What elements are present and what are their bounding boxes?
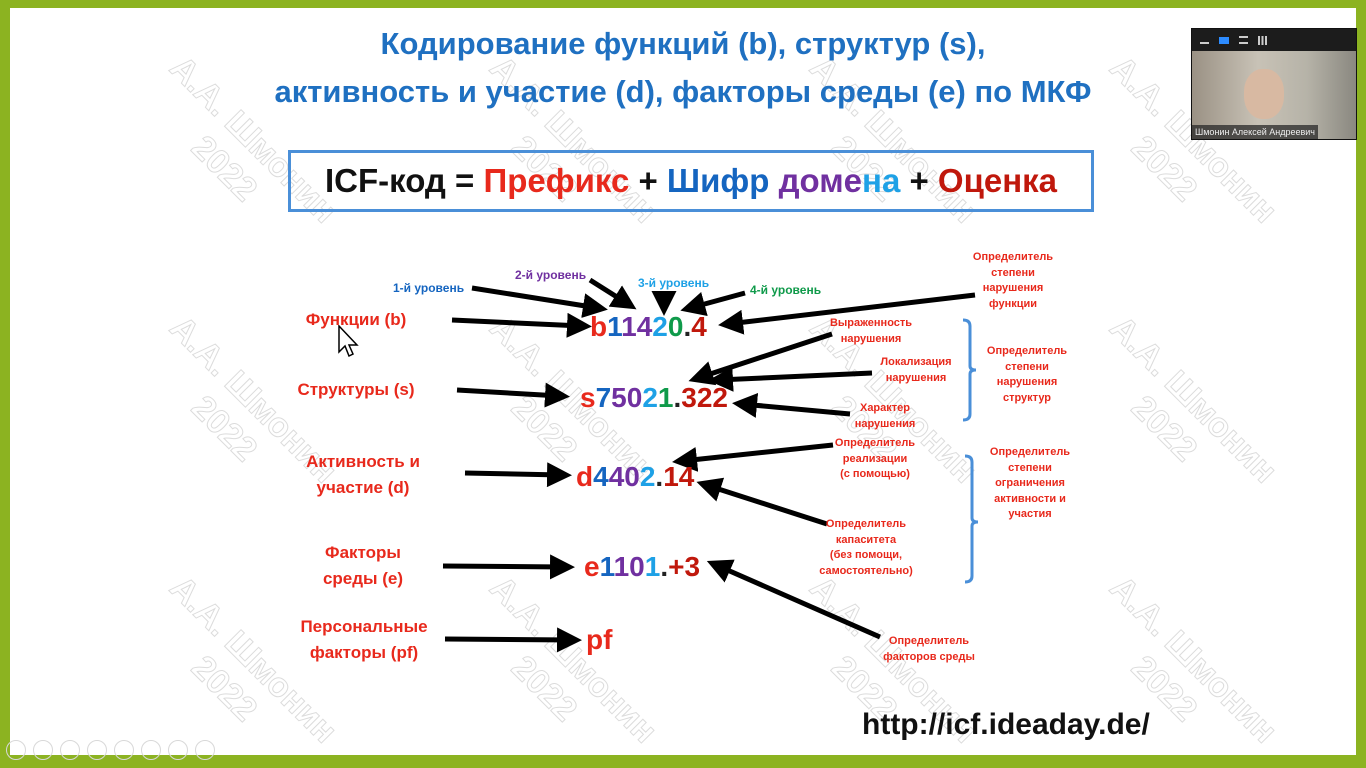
arrows-layer bbox=[442, 277, 979, 653]
participant-video-window[interactable]: Шмонин Алексей Андреевич bbox=[1191, 28, 1357, 140]
bracket bbox=[962, 318, 977, 422]
arrow bbox=[718, 292, 976, 335]
arrow bbox=[464, 462, 572, 488]
arrow bbox=[444, 627, 582, 653]
icf-formula-box: ICF-код = Префикс + Шифр домена + Оценка bbox=[288, 150, 1094, 212]
code-b: b11420.4 bbox=[590, 311, 707, 342]
formula-prefix: Префикс bbox=[483, 162, 630, 199]
grid-view-icon[interactable] bbox=[1258, 35, 1267, 45]
participant-face bbox=[1244, 69, 1284, 119]
participant-name: Шмонин Алексей Андреевич bbox=[1192, 125, 1318, 139]
bracket bbox=[964, 454, 979, 584]
slide-title-line1: Кодирование функций (b), структур (s), bbox=[380, 26, 986, 61]
formula-cipher: на bbox=[862, 162, 901, 199]
presentation-toolbar bbox=[6, 740, 215, 760]
formula-plus: + bbox=[629, 162, 667, 199]
zoom-icon[interactable] bbox=[114, 740, 134, 760]
camera-off-icon[interactable] bbox=[168, 740, 188, 760]
slide-title-line2: активность и участие (d), факторы среды … bbox=[274, 74, 1092, 109]
single-view-icon[interactable] bbox=[1219, 36, 1229, 44]
video-toolbar bbox=[1192, 29, 1356, 51]
arrow bbox=[588, 277, 637, 310]
mouse-cursor-icon bbox=[338, 325, 359, 358]
arrow bbox=[680, 290, 746, 317]
arrow bbox=[696, 477, 828, 527]
formula-cipher: Шифр bbox=[666, 162, 779, 199]
formula-plus: + bbox=[900, 162, 938, 199]
pen-icon[interactable] bbox=[60, 740, 80, 760]
code-d: d4402.14 bbox=[576, 461, 695, 492]
formula-equals: = bbox=[445, 162, 484, 199]
arrow bbox=[442, 554, 575, 580]
formula-cipher: доме bbox=[778, 162, 863, 199]
code-e: e1101.+3 bbox=[584, 551, 701, 582]
formula-icf: ICF-код bbox=[324, 162, 446, 199]
source-url[interactable]: http://icf.ideaday.de/ bbox=[862, 708, 1150, 741]
arrow bbox=[672, 442, 834, 472]
label-functions: Функции (b) bbox=[305, 310, 407, 329]
level-4-label: 4-й уровень bbox=[750, 283, 822, 297]
slides-grid-icon[interactable] bbox=[87, 740, 107, 760]
video-feed: Шмонин Алексей Андреевич bbox=[1192, 51, 1356, 139]
level-3-label: 3-й уровень bbox=[638, 276, 710, 290]
arrow bbox=[451, 312, 592, 338]
arrow bbox=[456, 382, 570, 408]
minimize-icon[interactable] bbox=[1200, 42, 1209, 44]
code-s: s75021.322 bbox=[580, 382, 728, 413]
code-pf: pf bbox=[586, 624, 613, 655]
previous-slide-icon[interactable] bbox=[6, 740, 26, 760]
level-2-label: 2-й уровень bbox=[515, 268, 587, 282]
more-options-icon[interactable] bbox=[195, 740, 215, 760]
arrow bbox=[732, 392, 851, 418]
arrow bbox=[471, 285, 608, 318]
arrow bbox=[706, 559, 882, 640]
arrow bbox=[708, 366, 873, 392]
next-slide-icon[interactable] bbox=[33, 740, 53, 760]
subtitles-icon[interactable] bbox=[141, 740, 161, 760]
label-structures: Структуры (s) bbox=[297, 380, 415, 399]
list-view-icon[interactable] bbox=[1239, 36, 1248, 44]
arrow bbox=[688, 331, 833, 386]
level-1-label: 1-й уровень bbox=[393, 281, 465, 295]
formula-grade: Оценка bbox=[937, 162, 1058, 199]
